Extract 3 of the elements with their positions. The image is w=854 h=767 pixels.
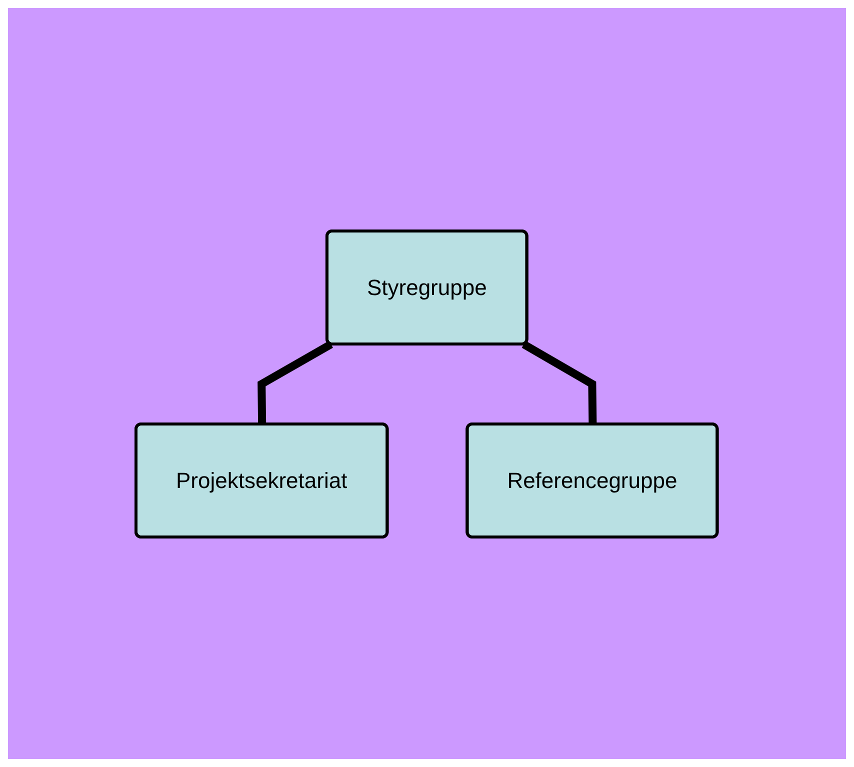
connector [522,340,598,424]
connector [258,340,334,424]
diagram-background: Styregruppe Projektsekretariat Referencegruppe [8,8,846,759]
